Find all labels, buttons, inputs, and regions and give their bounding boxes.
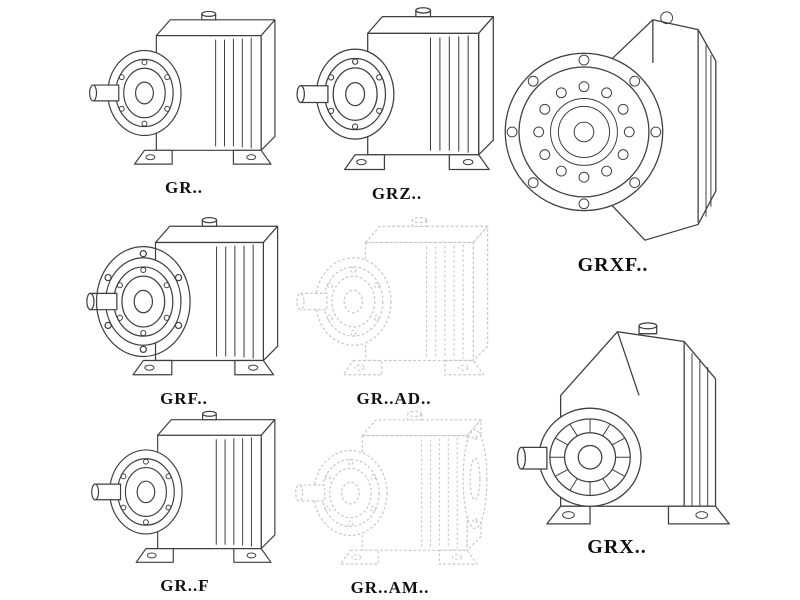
gearbox-figure-grf: GRF.. bbox=[82, 212, 286, 409]
gearbox-drawing-gr-am bbox=[288, 406, 492, 576]
gearbox-figure-gr-ad: GR..AD.. bbox=[292, 212, 496, 409]
gearbox-drawing-gr-ad bbox=[296, 216, 489, 376]
gearbox-figure-gr: GR.. bbox=[85, 6, 283, 198]
gearbox-drawing-grxf bbox=[504, 11, 717, 241]
gearbox-drawing-grz bbox=[296, 7, 494, 171]
model-label-grz: GRZ.. bbox=[371, 184, 423, 203]
gearbox-figure-gr-f: GR..F bbox=[86, 406, 284, 596]
gearbox-drawing-grf bbox=[82, 212, 286, 387]
model-label-grxf: GRXF.. bbox=[577, 254, 649, 276]
model-label-grf: GRF.. bbox=[160, 389, 208, 408]
gearbox-figure-grxf: GRXF.. bbox=[497, 4, 729, 277]
gearbox-figure-grx: GRX.. bbox=[492, 302, 742, 559]
model-label-gr-ad: GR..AD.. bbox=[356, 389, 432, 408]
model-label-gr-am: GR..AM.. bbox=[350, 578, 430, 597]
model-label-grx: GRX.. bbox=[587, 536, 647, 558]
model-label-gr-f: GR..F bbox=[160, 576, 210, 595]
model-label-gr: GR.. bbox=[165, 178, 203, 197]
gearbox-figure-gr-am: GR..AM.. bbox=[288, 406, 492, 598]
gearbox-drawing-gr bbox=[89, 10, 276, 165]
gearbox-drawing-gr-f bbox=[91, 410, 276, 563]
gearbox-drawing-grx bbox=[516, 322, 730, 525]
gearbox-figure-grz: GRZ.. bbox=[292, 2, 502, 204]
